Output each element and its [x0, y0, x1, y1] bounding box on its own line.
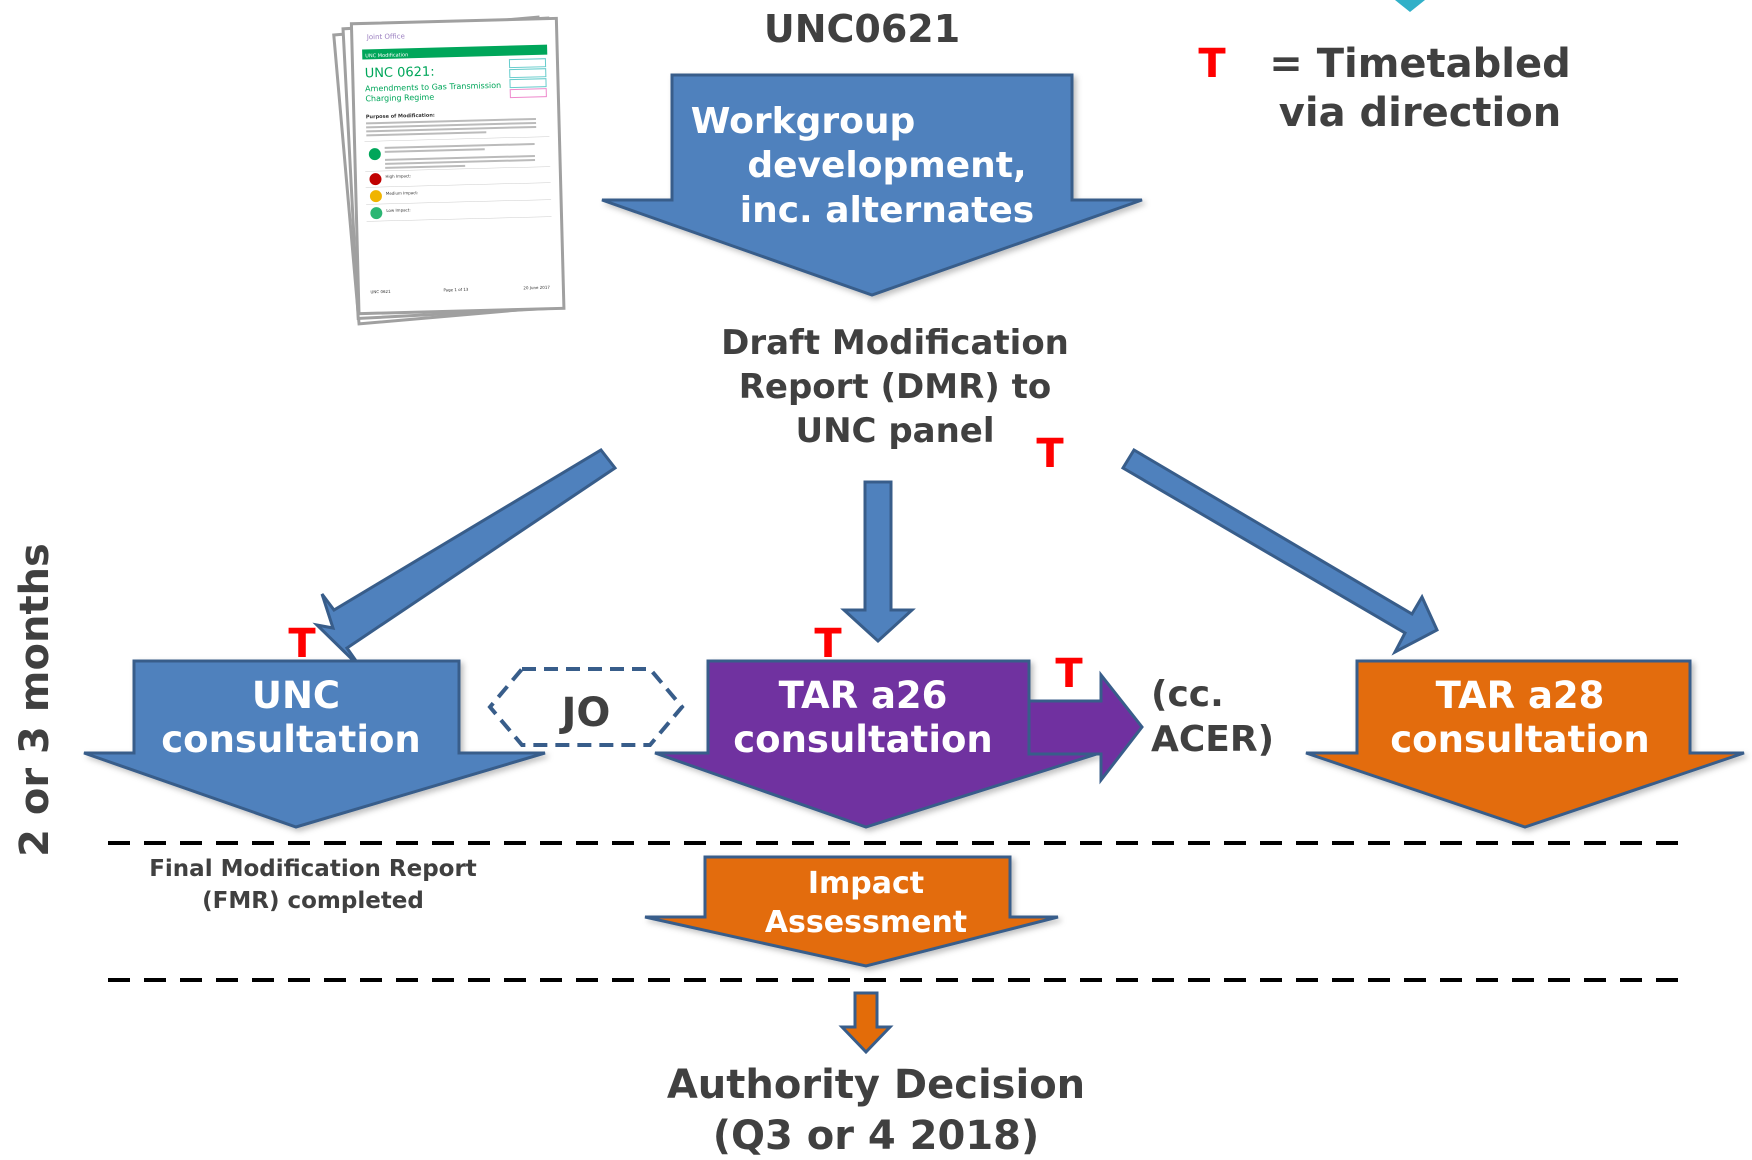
unc-line-2: consultation: [161, 718, 421, 761]
legend-line-2: via direction: [1279, 90, 1561, 136]
thumb-header: UNC Modification: [365, 52, 408, 59]
right-diagonal-arrow: [1120, 447, 1439, 656]
fmr-line-1: Final Modification Report: [149, 856, 477, 882]
thumb-impact-medium: Medium Impact:: [386, 190, 419, 196]
thumb-logo: Joint Office: [366, 32, 405, 41]
cc-acer-line-2: ACER): [1151, 719, 1274, 760]
left-diagonal-arrow: [312, 448, 618, 670]
document-thumbnail: Joint Office UNC Modification UNC 0621: …: [332, 15, 566, 326]
t-marker-tar26: T: [814, 621, 842, 667]
center-down-arrow: [840, 480, 916, 644]
dmr-line-2: Report (DMR) to: [739, 367, 1052, 407]
tar28-consultation-arrow: [1305, 659, 1745, 829]
workgroup-line-2: development,: [747, 145, 1026, 186]
tar26-consultation-arrow: [654, 659, 1101, 829]
legend-t-symbol: T: [1198, 41, 1226, 87]
thumb-impact-low: Low Impact:: [386, 207, 410, 213]
jo-hexagon: [487, 667, 685, 747]
tar28-line-2: consultation: [1390, 718, 1650, 761]
impact-assessment-arrow: [644, 855, 1059, 968]
thumb-purpose: Purpose of Modification:: [366, 113, 435, 121]
workgroup-arrow: [601, 73, 1143, 297]
dmr-line-1: Draft Modification: [721, 323, 1069, 363]
thumb-impact-high: High Impact:: [385, 173, 411, 179]
tar28-line-1: TAR a28: [1436, 674, 1605, 717]
acer-arrow: [1027, 670, 1144, 785]
fmr-line-2: (FMR) completed: [202, 888, 424, 914]
unc-line-1: UNC: [252, 674, 340, 717]
t-marker-acer: T: [1055, 651, 1083, 697]
thumb-title-3: Charging Regime: [365, 93, 434, 104]
duration-label: 2 or 3 months: [12, 543, 58, 857]
authority-line-2: (Q3 or 4 2018): [713, 1113, 1040, 1159]
workgroup-line-3: inc. alternates: [740, 190, 1035, 231]
thumb-footer-mid: Page 1 of 13: [443, 287, 469, 293]
teal-chevron-icon: [1395, 0, 1425, 12]
tar26-line-1: TAR a26: [779, 674, 948, 717]
unc-consultation-arrow: [83, 659, 546, 829]
thumb-title-2: Amendments to Gas Transmission: [365, 81, 501, 94]
impact-line-1: Impact: [808, 866, 924, 901]
thumb-footer-right: 20 June 2017: [523, 285, 550, 291]
thumb-footer-left: UNC 0621: [370, 289, 391, 295]
authority-line-1: Authority Decision: [667, 1062, 1085, 1108]
dmr-line-3: UNC panel: [795, 411, 994, 451]
impact-line-2: Assessment: [765, 905, 967, 940]
t-marker-dmr: T: [1036, 431, 1064, 477]
diagram-title: UNC0621: [764, 7, 960, 51]
cc-acer-line-1: (cc.: [1151, 674, 1224, 715]
decision-down-arrow: [838, 991, 894, 1055]
workgroup-line-1: Workgroup: [691, 101, 916, 142]
legend-line-1: = Timetabled: [1269, 41, 1570, 87]
tar26-line-2: consultation: [733, 718, 993, 761]
t-marker-unc: T: [288, 621, 316, 667]
thumb-title-1: UNC 0621:: [365, 65, 435, 82]
jo-label: JO: [559, 690, 611, 736]
